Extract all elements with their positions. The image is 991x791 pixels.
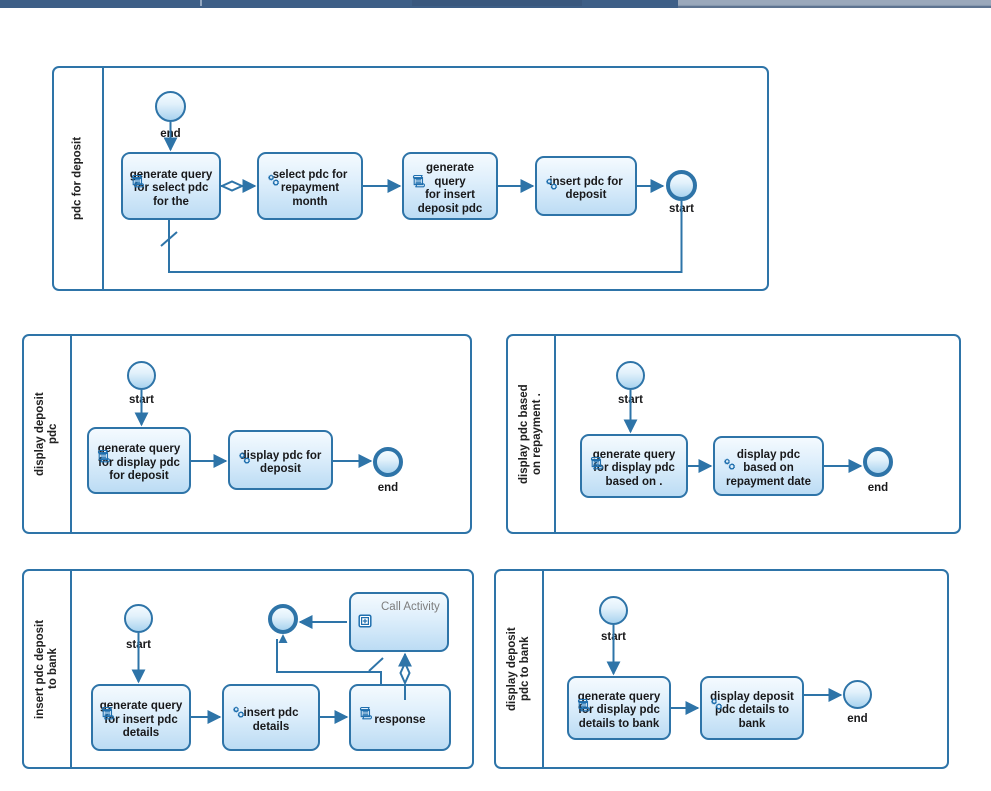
event-label-start-p1: start [669, 203, 694, 215]
task-p1-generate-query-insert-deposit-pdc[interactable]: generate query for insert deposit pdc [402, 152, 498, 220]
script-task-icon [588, 441, 605, 469]
pool-lane-divider [102, 68, 104, 289]
event-label-end-p2: end [377, 482, 399, 494]
event-end-p5[interactable] [843, 680, 872, 709]
task-label: generate query for display pdc details t… [577, 690, 661, 730]
script-task-icon [357, 691, 374, 719]
pool-label-display-pdc-based-on-repayment: display pdc based on repayment . [518, 384, 543, 484]
task-label: generate query for display pdc for depos… [97, 443, 181, 483]
service-task-icon [230, 691, 247, 718]
service-task-icon [721, 443, 738, 470]
topbar-segment-2 [202, 0, 412, 8]
task-label: generate query for display pdc based on … [592, 448, 676, 488]
script-task-icon [575, 683, 592, 711]
task-label: display pdc based on repayment date [725, 448, 811, 488]
event-label-end-p1: end [160, 128, 181, 140]
service-task-icon [708, 683, 725, 710]
event-start-p3[interactable] [616, 361, 645, 390]
task-p4-generate-query-insert-pdc-details[interactable]: generate query for insert pdc details [91, 684, 191, 751]
topbar-divider [200, 0, 202, 8]
event-start-p2[interactable] [127, 361, 156, 390]
event-label-start-p2: start [129, 394, 154, 406]
task-p2-generate-query-display-pdc[interactable]: generate query for display pdc for depos… [87, 427, 191, 494]
task-p4-call-activity[interactable]: Call Activity [349, 592, 449, 652]
task-label: display pdc for deposit [239, 449, 322, 476]
task-label: insert pdc for deposit [549, 175, 623, 202]
script-task-icon [129, 159, 146, 187]
event-end-p4[interactable] [268, 604, 298, 634]
task-p3-display-pdc-based-on-repayment-date[interactable]: display pdc based on repayment date [713, 436, 824, 496]
pool-label-pdc-for-deposit: pdc for deposit [71, 136, 84, 221]
topbar-bottom-rule-right [678, 6, 991, 8]
service-task-icon [543, 163, 560, 190]
event-label-end-p3: end [867, 482, 889, 494]
pool-lane-divider [554, 336, 556, 532]
event-label-start-p4: start [126, 639, 151, 651]
topbar-grey-right-strip [678, 0, 991, 8]
pool-label-display-deposit-pdc: display deposit pdc [34, 392, 59, 476]
topbar-segment-1 [0, 0, 200, 8]
task-p1-select-pdc-repayment-month[interactable]: select pdc for repayment month [257, 152, 363, 220]
pool-label-insert-pdc-deposit-to-bank: insert pdc deposit to bank [34, 619, 59, 719]
task-label: Call Activity [381, 601, 440, 613]
task-label: select pdc for repayment month [272, 168, 348, 208]
task-p3-generate-query-display-pdc-based-on[interactable]: generate query for display pdc based on … [580, 434, 688, 498]
task-p5-generate-query-display-pdc-details[interactable]: generate query for display pdc details t… [567, 676, 671, 740]
pool-lane-divider [542, 571, 544, 767]
task-p5-display-deposit-pdc-details-to-bank[interactable]: display deposit pdc details to bank [700, 676, 804, 740]
script-task-icon [95, 434, 112, 462]
task-p2-display-pdc-for-deposit[interactable]: display pdc for deposit [228, 430, 333, 490]
service-task-icon [265, 159, 282, 186]
task-label: display deposit pdc details to bank [710, 690, 794, 730]
pool-lane-divider [70, 571, 72, 767]
task-p1-generate-query-select-pdc[interactable]: generate query for select pdc for the [121, 152, 221, 220]
script-task-icon [99, 691, 116, 719]
script-task-icon [410, 159, 427, 187]
event-start-p5[interactable] [599, 596, 628, 625]
task-label: response [374, 713, 426, 726]
task-label: generate query for insert pdc details [99, 700, 183, 740]
event-label-start-p5: start [601, 631, 626, 643]
call-activity-icon [357, 599, 374, 628]
task-p4-response[interactable]: response [349, 684, 451, 751]
event-end-p3[interactable] [863, 447, 893, 477]
task-label: insert pdc details [243, 707, 299, 733]
event-start-p4[interactable] [124, 604, 153, 633]
event-label-start-p3: start [618, 394, 643, 406]
task-p4-insert-pdc-details[interactable]: insert pdc details [222, 684, 320, 751]
pool-display-pdc-based-on-repayment[interactable]: display pdc based on repayment . [506, 334, 961, 534]
service-task-icon [236, 437, 253, 464]
pool-label-display-deposit-pdc-to-bank: display deposit pdc to bank [506, 627, 531, 711]
event-label-end-p5: end [847, 713, 868, 725]
pool-lane-divider [70, 336, 72, 532]
event-end-p2[interactable] [373, 447, 403, 477]
task-p1-insert-pdc-for-deposit[interactable]: insert pdc for deposit [535, 156, 637, 216]
topbar-active-tab[interactable] [412, 0, 582, 8]
event-end-p1[interactable] [155, 91, 186, 122]
topbar-bottom-rule [0, 6, 991, 8]
event-start-p1[interactable] [666, 170, 697, 201]
